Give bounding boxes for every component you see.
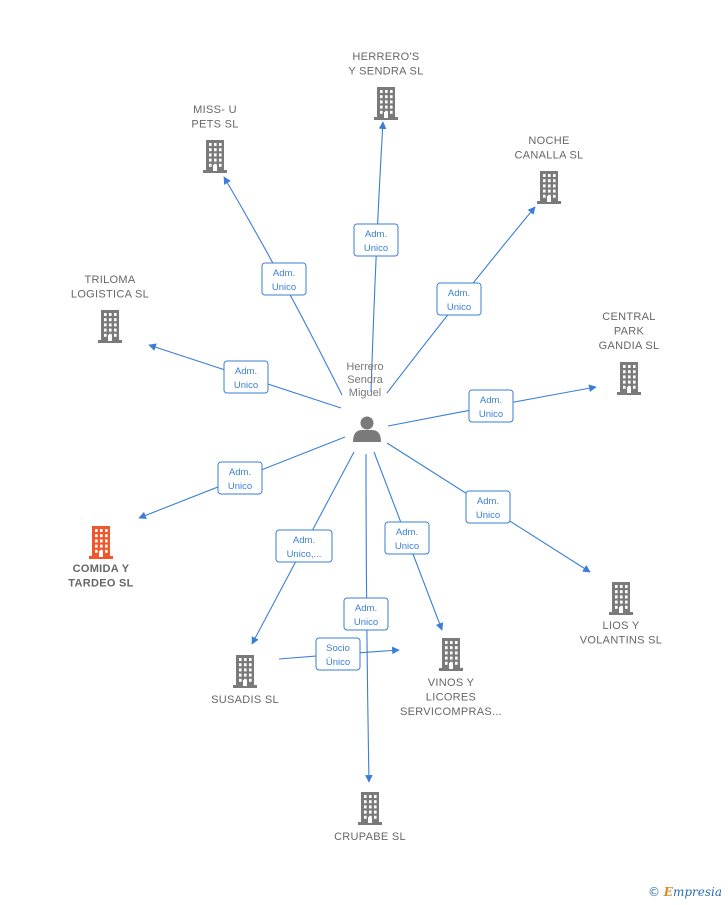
- building-icon[interactable]: [609, 582, 633, 615]
- edge-label-line: Adm.: [293, 535, 315, 546]
- building-icon[interactable]: [203, 140, 227, 173]
- company-label: CANALLA SL: [514, 150, 583, 162]
- company-node-miss[interactable]: MISS- U PETS SL: [191, 104, 238, 173]
- edge-label-box[interactable]: [261, 262, 307, 296]
- company-node-crupabe[interactable]: CRUPABE SL: [334, 792, 406, 843]
- edge-center-miss: Adm. Unico: [223, 176, 343, 396]
- building-icon[interactable]: [439, 638, 463, 671]
- edge-center-herreros: Adm. Unico: [353, 121, 399, 393]
- edge-label-line: Unico: [354, 617, 378, 628]
- brand-initial: E: [663, 885, 673, 899]
- edge-label-line: Unico: [395, 541, 419, 552]
- edge-label-box[interactable]: [384, 521, 430, 555]
- company-label: COMIDA Y: [73, 563, 130, 575]
- company-label: TRILOMA: [85, 274, 136, 286]
- edge-center-vinos: Adm. Unico: [373, 451, 444, 631]
- company-label: LICORES: [426, 692, 476, 704]
- building-icon[interactable]: [374, 87, 398, 120]
- edge-label-box[interactable]: [217, 461, 263, 495]
- edge-label-box[interactable]: [315, 637, 361, 671]
- edge-label-line: Adm.: [273, 268, 295, 279]
- edge-label-line: Adm.: [229, 467, 251, 478]
- edge-label-line: Adm.: [355, 603, 377, 614]
- edge-label-line: Unico: [479, 409, 503, 420]
- edge-label-line: Unico: [447, 302, 471, 313]
- edge-label-box[interactable]: [465, 490, 511, 524]
- edge-label-box[interactable]: [275, 529, 333, 563]
- person-label: Herrero: [346, 361, 383, 373]
- company-label: PARK: [614, 326, 645, 338]
- company-label: PETS SL: [191, 119, 238, 131]
- person-label: Sendra: [347, 374, 383, 386]
- edges-layer: Adm.UnicoAdm.UnicoAdm.UnicoAdm.UnicoAdm.…: [138, 121, 597, 783]
- copyright-symbol: ©: [647, 885, 660, 899]
- edge-center-crupabe: Adm. Unico: [343, 453, 389, 783]
- edge-label-line: Unico,...: [287, 549, 322, 560]
- building-icon[interactable]: [358, 792, 382, 825]
- building-icon[interactable]: [89, 526, 113, 559]
- company-node-susadis[interactable]: SUSADIS SL: [211, 655, 279, 706]
- company-node-triloma[interactable]: TRILOMA LOGISTICA SL: [71, 274, 149, 343]
- edge-center-comida: Adm. Unico: [138, 436, 346, 520]
- edge-center-noche: Adm. Unico: [386, 206, 536, 394]
- company-node-comida[interactable]: COMIDA Y TARDEO SL: [68, 526, 133, 590]
- edge-label-line: Adm.: [235, 366, 257, 377]
- edge-label-box[interactable]: [468, 389, 514, 423]
- building-icon[interactable]: [537, 171, 561, 204]
- edge-label-box[interactable]: [436, 282, 482, 316]
- building-icon[interactable]: [98, 310, 122, 343]
- edge-label-box[interactable]: [343, 597, 389, 631]
- company-label: CRUPABE SL: [334, 831, 406, 843]
- edge-label-line: Unico: [228, 481, 252, 492]
- company-label: VINOS Y: [428, 677, 475, 689]
- edge-label-line: Adm.: [396, 527, 418, 538]
- edge-label-line: Socio: [326, 643, 350, 654]
- company-node-vinos[interactable]: VINOS Y LICORES SERVICOMPRAS...: [400, 638, 502, 718]
- edge-label-line: Unico: [272, 282, 296, 293]
- edge-center-central: Adm. Unico: [387, 384, 597, 427]
- edge-label-line: Unico: [476, 510, 500, 521]
- nodes-layer: HERRERO'S Y SENDRA SL MISS- U PETS SL NOCHE C…: [68, 51, 662, 843]
- person-label: Miguel: [349, 387, 381, 399]
- edge-label-line: Adm.: [480, 395, 502, 406]
- company-label: HERRERO'S: [352, 51, 419, 63]
- company-node-lios[interactable]: LIOS Y VOLANTINS SL: [580, 582, 662, 647]
- company-label: TARDEO SL: [68, 578, 133, 590]
- company-label: LIOS Y: [602, 620, 639, 632]
- company-label: MISS- U: [193, 104, 237, 116]
- edge-label-line: Adm.: [365, 229, 387, 240]
- empresia-watermark[interactable]: © Empresia: [648, 885, 722, 899]
- company-label: NOCHE: [528, 135, 569, 147]
- brand-name: mpresia: [672, 885, 722, 899]
- building-icon[interactable]: [617, 362, 641, 395]
- edge-center-lios: Adm. Unico: [386, 442, 591, 573]
- edge-center-triloma: Adm. Unico: [148, 343, 342, 409]
- building-icon[interactable]: [233, 655, 257, 688]
- company-label: LOGISTICA SL: [71, 289, 149, 301]
- company-label: SUSADIS SL: [211, 694, 279, 706]
- edge-label-line: Adm.: [477, 496, 499, 507]
- edge-label-line: Único: [326, 657, 350, 668]
- company-label: CENTRAL: [602, 311, 655, 323]
- person-icon[interactable]: [353, 416, 381, 443]
- edge-line: [370, 121, 387, 393]
- edge-center-susadis: Adm. Unico,...: [251, 451, 355, 645]
- edge-label-box[interactable]: [353, 223, 399, 257]
- company-node-noche[interactable]: NOCHE CANALLA SL: [514, 135, 583, 204]
- company-node-central[interactable]: CENTRAL PARK GANDIA SL: [599, 311, 660, 395]
- edge-label-line: Unico: [364, 243, 388, 254]
- company-label: GANDIA SL: [599, 340, 660, 352]
- edge-label-box[interactable]: [223, 360, 269, 394]
- company-label: SERVICOMPRAS...: [400, 706, 502, 718]
- edge-label-line: Adm.: [448, 288, 470, 299]
- edge-label-line: Unico: [234, 380, 258, 391]
- company-label: VOLANTINS SL: [580, 635, 662, 647]
- company-label: Y SENDRA SL: [348, 66, 423, 78]
- company-node-herreros[interactable]: HERRERO'S Y SENDRA SL: [348, 51, 423, 120]
